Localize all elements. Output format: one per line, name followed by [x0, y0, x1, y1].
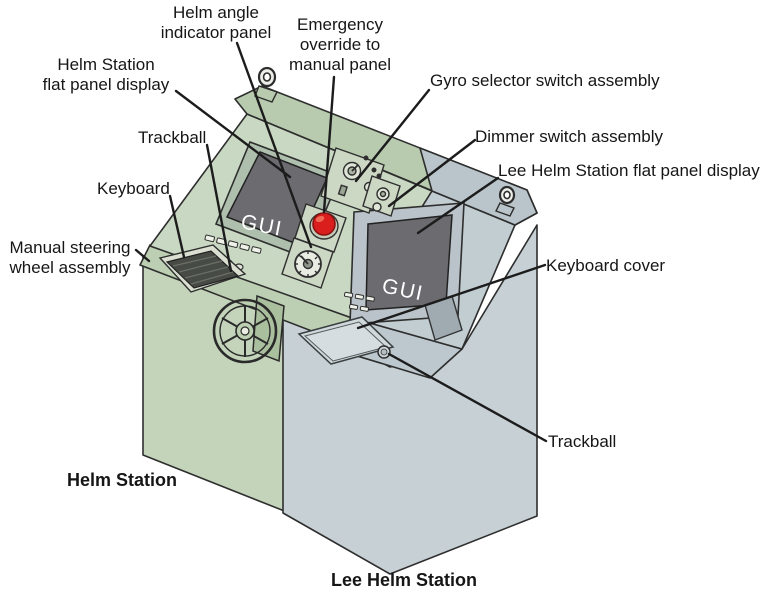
- steering-wheel-assembly: [212, 294, 285, 364]
- label-emergency-override: Emergency override to manual panel: [288, 15, 392, 74]
- emergency-red-mushroom: [312, 212, 336, 236]
- lee-trackball: [377, 345, 391, 359]
- lee-softkey-rows: [343, 291, 375, 312]
- eyebolt-left: [254, 66, 278, 103]
- leader-emergency: [322, 75, 336, 214]
- leader-trackball-right: [387, 352, 548, 443]
- label-helm-station-flat-panel-display: Helm Station flat panel display: [42, 55, 170, 94]
- label-dimmer-switch-assembly: Dimmer switch assembly: [475, 127, 663, 146]
- leader-dimmer: [387, 138, 477, 208]
- label-lee-helm-station-flat-panel-display: Lee Helm Station flat panel display: [498, 161, 760, 180]
- leader-helm-angle: [235, 41, 313, 249]
- label-trackball-lee: Trackball: [548, 432, 617, 451]
- leader-helm-display: [174, 89, 292, 179]
- label-helm-angle-indicator-panel: Helm angle indicator panel: [160, 3, 272, 42]
- leader-keyboard: [168, 194, 186, 259]
- leader-lee-display: [416, 176, 500, 235]
- label-keyboard-cover: Keyboard cover: [546, 256, 666, 275]
- leader-keyboard-cover: [356, 263, 547, 330]
- label-trackball-helm: Trackball: [138, 128, 207, 147]
- leader-manual-steering: [134, 248, 151, 263]
- dimmer-knob-small: [372, 202, 382, 212]
- helm-keyboard: [165, 250, 240, 289]
- leader-gyro: [354, 88, 431, 183]
- label-gyro-selector-switch-assembly: Gyro selector switch assembly: [430, 71, 660, 90]
- label-lee-helm-station: Lee Helm Station: [331, 570, 478, 590]
- label-manual-steering-wheel-assembly: Manual steering wheel assembly: [9, 238, 131, 277]
- label-helm-station: Helm Station: [67, 470, 178, 490]
- leader-trackball-left: [205, 143, 233, 273]
- leader-lines: [134, 41, 548, 443]
- helm-angle-indicator: [281, 237, 334, 289]
- label-keyboard: Keyboard: [97, 179, 170, 198]
- eyebolt-right: [495, 185, 516, 217]
- steering-wheel-rim: [212, 298, 278, 364]
